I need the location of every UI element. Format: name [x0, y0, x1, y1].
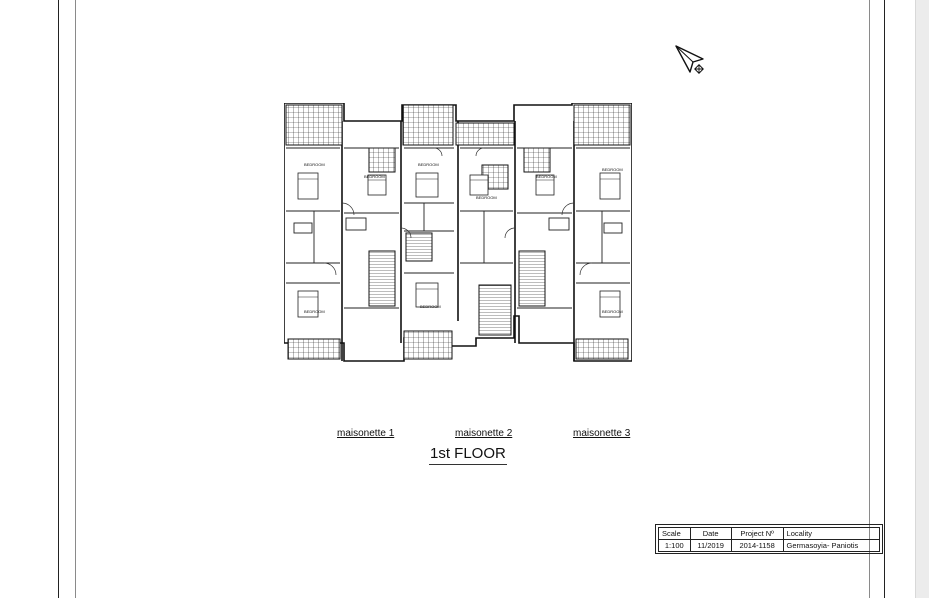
balcony-tiles — [455, 122, 515, 146]
caption-maisonette-1: maisonette 1 — [337, 428, 395, 439]
caption-maisonette-2: maisonette 2 — [455, 428, 513, 439]
title-block-value-row: 1:100 11/2019 2014-1158 Germasoyia- Pani… — [658, 539, 881, 552]
locality-header: Locality — [782, 527, 881, 540]
balcony-tiles — [402, 104, 454, 146]
bed — [415, 172, 439, 198]
bed — [599, 172, 621, 200]
scale-value: 1:100 — [658, 539, 691, 552]
balcony-tiles — [287, 338, 341, 360]
room-label: BEDROOM — [602, 167, 623, 172]
scale-header: Scale — [658, 527, 691, 540]
bed — [469, 174, 489, 196]
room-label: BEDROOM — [420, 304, 441, 309]
balcony-tiles — [523, 147, 551, 173]
stair — [518, 250, 546, 307]
arrow-pointer-icon — [674, 44, 710, 80]
bed — [599, 290, 621, 318]
bed — [297, 290, 319, 318]
bed — [297, 172, 319, 200]
stair — [368, 250, 396, 307]
room-label: BEDROOM — [536, 174, 557, 179]
room-label: BEDROOM — [364, 174, 385, 179]
right-margin — [885, 0, 915, 598]
room-label: BEDROOM — [602, 309, 623, 314]
balcony-tiles — [575, 338, 629, 360]
balcony-tiles — [573, 104, 631, 146]
stair — [405, 232, 433, 262]
floor-plan: BEDROOM BEDROOM BEDROOM BEDROOM BEDROOM … — [284, 103, 632, 363]
title-block-header-row: Scale Date Project Nº Locality — [658, 527, 881, 540]
date-value: 11/2019 — [689, 539, 732, 552]
title-block: Scale Date Project Nº Locality 1:100 11/… — [655, 524, 883, 554]
caption-maisonette-3: maisonette 3 — [573, 428, 631, 439]
project-number-value: 2014-1158 — [730, 539, 784, 552]
balcony-tiles — [285, 104, 343, 146]
floor-title: 1st FLOOR — [429, 445, 507, 465]
room-label: BEDROOM — [304, 162, 325, 167]
scrollbar[interactable] — [915, 0, 929, 598]
locality-value: Germasoyia- Paniotis — [782, 539, 881, 552]
floor-plan-drawing: BEDROOM BEDROOM BEDROOM BEDROOM BEDROOM … — [284, 103, 632, 362]
room-label: BEDROOM — [418, 162, 439, 167]
left-margin — [0, 0, 58, 598]
project-number-header: Project Nº — [730, 527, 784, 540]
drawing-frame — [75, 0, 870, 598]
balcony-tiles — [403, 330, 453, 360]
room-label: BEDROOM — [304, 309, 325, 314]
date-header: Date — [689, 527, 732, 540]
balcony-tiles — [368, 147, 396, 173]
stair — [478, 284, 512, 336]
title-block-table: Scale Date Project Nº Locality 1:100 11/… — [658, 527, 881, 552]
room-label: BEDROOM — [476, 195, 497, 200]
drawing-sheet: BEDROOM BEDROOM BEDROOM BEDROOM BEDROOM … — [58, 0, 885, 598]
